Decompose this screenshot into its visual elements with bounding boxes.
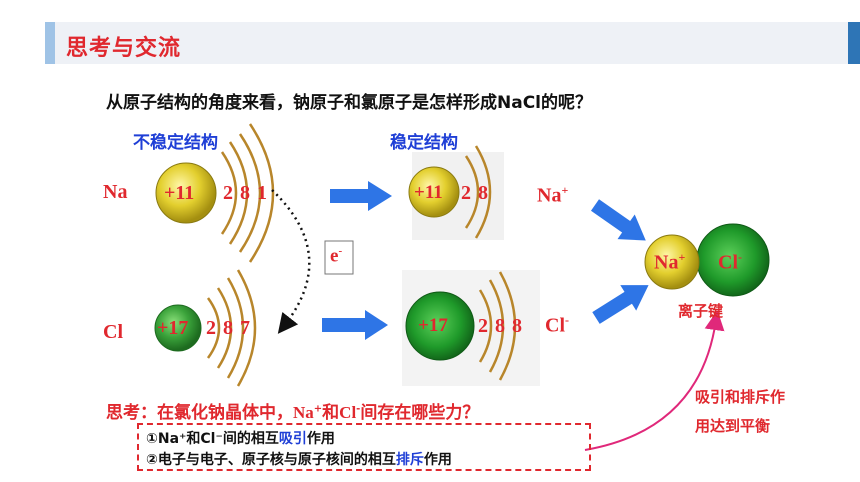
na-shell-electrons: 2 8 1 xyxy=(223,182,268,204)
compound-na-label: Na+ xyxy=(654,250,686,274)
cl-ion-nucleus xyxy=(405,291,475,361)
label-stable: 稳定结构 xyxy=(390,133,458,153)
answer-line-2: ②电子与电子、原子核与原子核间的相互排斥作用 xyxy=(146,452,452,468)
compound-cl-label: Cl- xyxy=(718,250,742,274)
label-unstable: 不稳定结构 xyxy=(133,133,218,153)
cl-symbol: Cl xyxy=(103,321,123,343)
na-atom xyxy=(155,123,275,263)
na-symbol: Na xyxy=(103,181,128,203)
nacl-compound xyxy=(644,223,770,297)
question-text: 从原子结构的角度来看，钠原子和氯原子是怎样形成NaCl的呢？ xyxy=(106,93,593,113)
cl-atom xyxy=(154,269,257,387)
balance-arrow xyxy=(584,310,725,451)
cl-ion-label: Cl- xyxy=(545,313,569,337)
balance-text-line-2: 用达到平衡 xyxy=(695,417,771,435)
compound-na-ion xyxy=(644,234,700,290)
na-nucleus-charge: +11 xyxy=(164,182,195,204)
cl-nucleus-charge: +17 xyxy=(157,317,189,339)
electron-box xyxy=(324,240,354,275)
electron-label: e- xyxy=(330,245,343,267)
header-accent xyxy=(45,22,55,64)
cl-ion-shells xyxy=(478,271,517,381)
cl-shells xyxy=(206,269,257,387)
na-shells xyxy=(220,123,275,263)
cl-nucleus xyxy=(154,304,202,352)
na-ion xyxy=(408,145,504,240)
arrow-na-ion-to-compound xyxy=(590,199,646,241)
header-bar xyxy=(45,22,860,64)
reaction-arrows xyxy=(322,181,649,340)
cl-shell-electrons: 2 8 7 xyxy=(206,317,251,339)
na-ion-nucleus xyxy=(408,166,460,218)
cl-ion-nucleus-charge: +17 xyxy=(418,315,448,336)
page-title: 思考与交流 xyxy=(66,36,182,61)
header-right-accent xyxy=(848,22,860,64)
cl-ion-shell-electrons: 2 8 8 xyxy=(478,315,523,337)
na-ion-shells xyxy=(464,145,492,239)
think-question: 思考：在氯化钠晶体中，Na+和Cl-间存在哪些力？ xyxy=(106,403,480,423)
na-ion-shell-electrons: 2 8 xyxy=(461,182,489,204)
arrow-cl-to-ion xyxy=(322,310,388,340)
na-nucleus xyxy=(155,162,217,224)
answer-box xyxy=(137,423,591,471)
electron-transfer-arrow xyxy=(271,189,311,334)
balance-text-line-1: 吸引和排斥作 xyxy=(695,388,786,406)
na-ion-nucleus-charge: +11 xyxy=(414,182,443,203)
ionic-bond-label: 离子键 xyxy=(678,302,724,320)
arrow-na-to-ion xyxy=(330,181,392,211)
arrow-cl-ion-to-compound xyxy=(592,285,649,324)
na-ion-label: Na+ xyxy=(537,183,569,207)
cl-ion xyxy=(402,270,540,386)
answer-line-1: ①Na⁺和Cl⁻间的相互吸引作用 xyxy=(146,431,335,447)
